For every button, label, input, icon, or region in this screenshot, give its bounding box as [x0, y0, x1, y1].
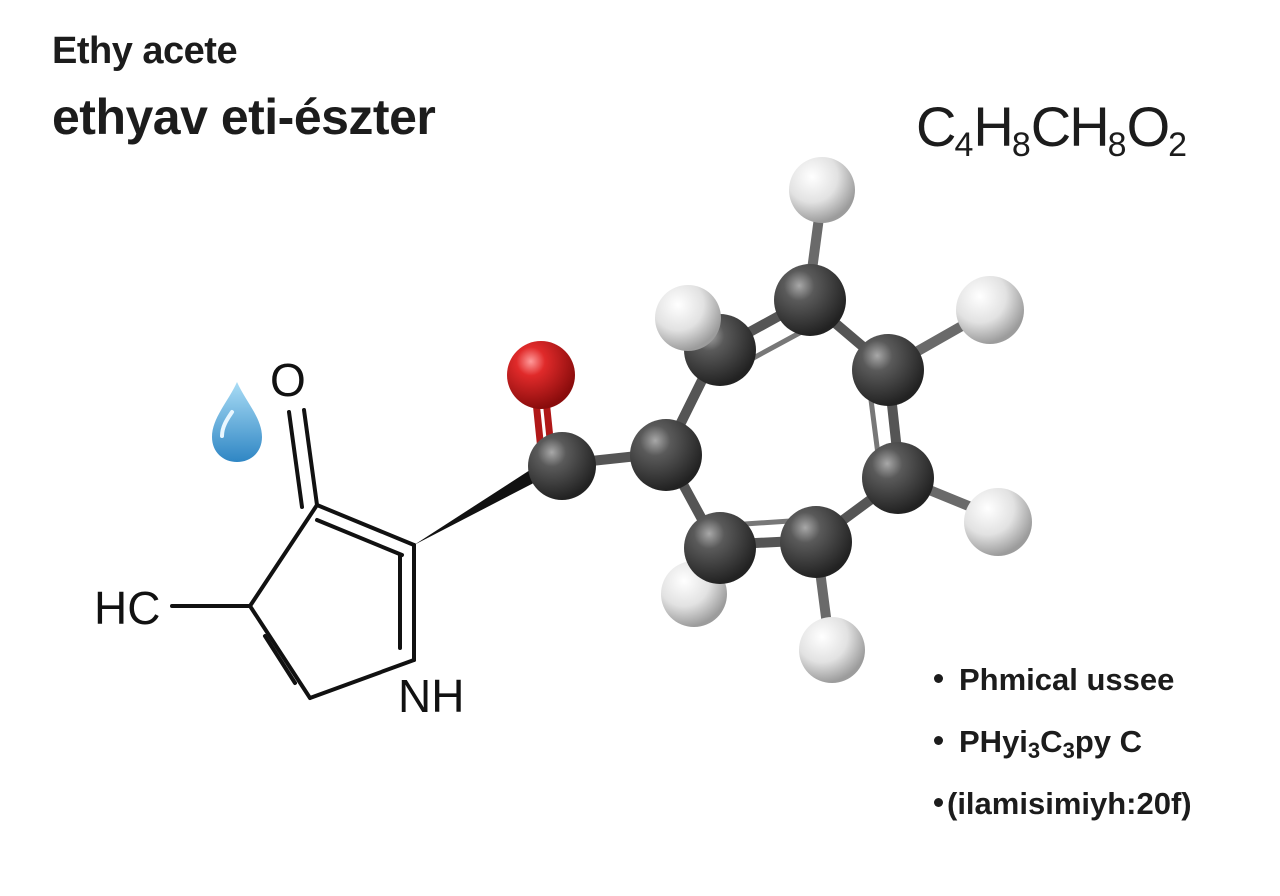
bond-c-o-a — [302, 408, 319, 507]
label-amine: NH — [398, 670, 464, 722]
bond-ring-4 — [248, 604, 312, 700]
label-methyl: HC — [94, 582, 160, 634]
title-line-2: ethyav eti-észter — [52, 89, 436, 145]
bond-ring-4-inner — [263, 634, 297, 685]
hydrogen-atom — [964, 488, 1032, 556]
carbon-atom — [630, 419, 702, 491]
label-oxygen: O — [270, 354, 306, 406]
bond-ring-1-inner — [315, 518, 404, 557]
carbon-atom — [862, 442, 934, 514]
bond-wedge — [414, 459, 553, 545]
carbon-atom — [852, 334, 924, 406]
bond-c-o-b — [287, 410, 304, 509]
bond-ring-1 — [315, 503, 416, 547]
carbon-atom — [774, 264, 846, 336]
skeletal-ring — [170, 408, 416, 700]
hydrogen-atom — [956, 276, 1024, 344]
bond-ring-5 — [248, 503, 319, 608]
hydrogen-atom — [655, 285, 721, 351]
list-item: (ilamisimiyh:20f) — [934, 782, 1192, 844]
ball-stick-atoms — [507, 157, 1032, 683]
list-item: Phmical ussee — [934, 658, 1192, 720]
title-line-1: Ethy acete — [52, 30, 238, 72]
ball-stick-bonds — [530, 190, 1003, 653]
carbon-atom — [684, 512, 756, 584]
carbon-atom — [780, 506, 852, 578]
oxygen-atom — [507, 341, 575, 409]
property-list: Phmical ussee PHyi3C3py C (ilamisimiyh:2… — [934, 658, 1192, 844]
carbon-atom — [528, 432, 596, 500]
list-item: PHyi3C3py C — [934, 720, 1192, 782]
water-drop-icon — [212, 382, 262, 462]
bond-ring-3 — [308, 658, 416, 700]
hydrogen-atom — [789, 157, 855, 223]
molecular-formula: C4H8CH8O2 — [916, 95, 1188, 164]
hydrogen-atom — [799, 617, 865, 683]
